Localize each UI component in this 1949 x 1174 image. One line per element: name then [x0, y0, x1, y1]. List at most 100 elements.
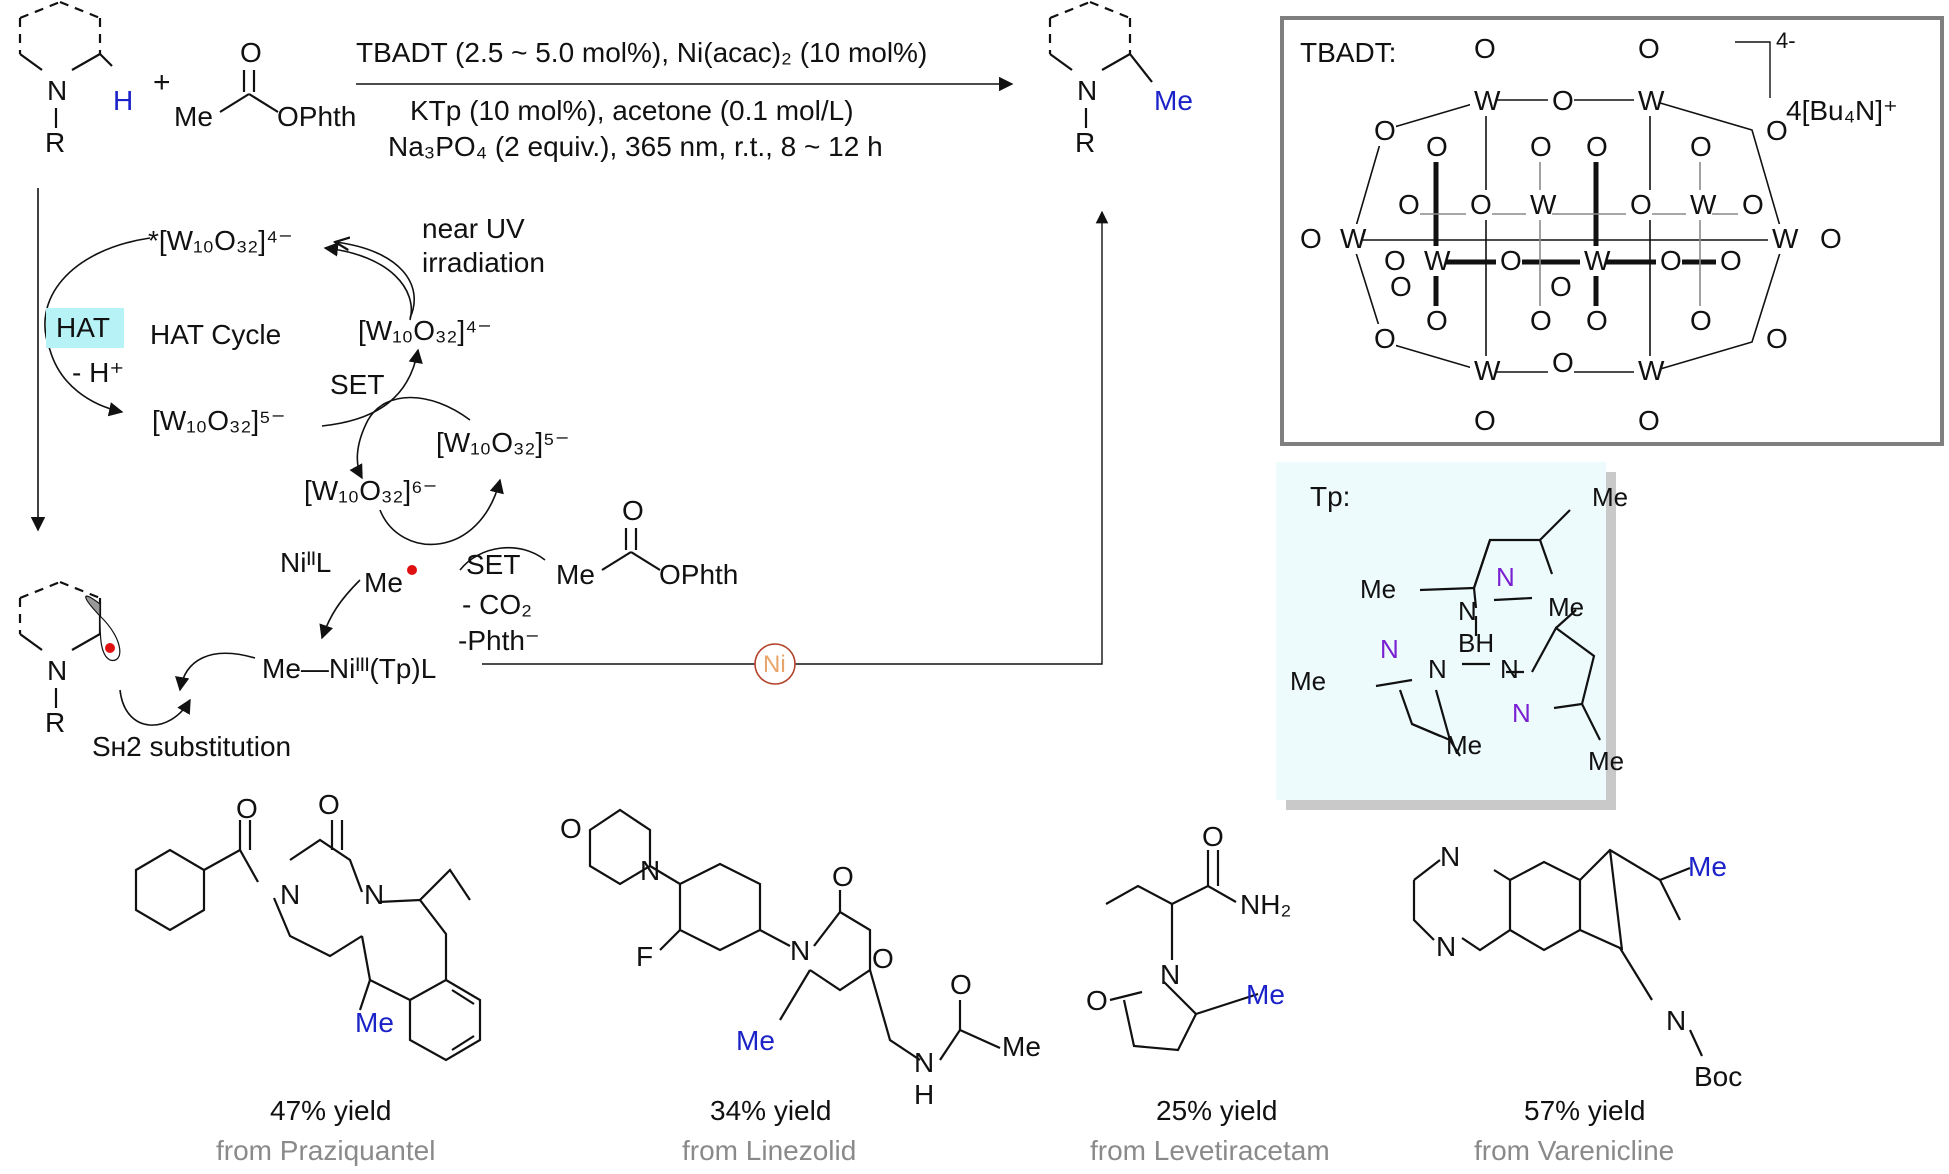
conditions-line2: KTp (10 mol%), acetone (0.1 mol/L) [410, 95, 854, 126]
tbadt-atom-bg [1582, 306, 1608, 336]
svg-text:F: F [636, 941, 653, 972]
ni-capture-arrow [319, 579, 361, 640]
tbadt-atom: O [1766, 323, 1788, 354]
svg-text:N: N [364, 879, 384, 910]
tbadt-atom-bg [1470, 406, 1496, 436]
ni-catalyst-circle [754, 643, 796, 685]
ni2-label: NiᴵᴵL [280, 547, 331, 578]
hat-cycle-label: HAT Cycle [150, 319, 281, 350]
tbadt-atom-bg [1422, 132, 1448, 162]
tbadt-atom-bg [1422, 306, 1448, 336]
tbadt-atom-bg [1336, 224, 1362, 254]
tbadt-atom-bg [1380, 246, 1406, 276]
tbadt-atom: O [1374, 323, 1396, 354]
example-source-1: from Praziquantel [216, 1135, 435, 1166]
set-top-label: SET [330, 369, 384, 400]
tbadt-atom-bg [1470, 34, 1496, 64]
tbadt-atom: O [1398, 189, 1420, 220]
radical-dot [407, 565, 417, 575]
tbadt-atom-bg [1716, 246, 1742, 276]
tbadt-atom: O [1552, 85, 1574, 116]
tp-me-1: Me [1592, 482, 1628, 512]
tbadt-atom-bg [1370, 324, 1396, 354]
tbadt-atom-bg [1526, 132, 1552, 162]
example-levetiracetam: O NH₂ O N Me [1086, 821, 1291, 1052]
me-radical: Me [364, 567, 403, 598]
svg-text:O: O [872, 943, 894, 974]
tbadt-atom: O [1690, 131, 1712, 162]
example-yield-4: 57% yield [1524, 1095, 1645, 1126]
tbadt-atom: W [1772, 223, 1799, 254]
near-uv-label: near UV [422, 213, 525, 244]
radical-intermediate: N R [18, 580, 121, 738]
tp-me-3: Me [1290, 666, 1326, 696]
tbadt-atom-bg [1370, 116, 1396, 146]
tbadt-atom: O [1426, 131, 1448, 162]
excited-dt: *[W₁₀O₃₂]⁴⁻ [148, 225, 293, 256]
sh2-arrow-1 [175, 652, 256, 692]
tbadt-atom: O [1530, 131, 1552, 162]
sh2-label: Sʜ2 substitution [92, 731, 291, 762]
tbadt-atom: O [1390, 271, 1412, 302]
tbadt-atom-bg [1762, 116, 1788, 146]
tbadt-atom: O [1552, 347, 1574, 378]
substrate-r: R [45, 127, 65, 158]
tbadt-charge: 4- [1776, 28, 1796, 53]
svg-text:O: O [1086, 985, 1108, 1016]
tbadt-atom: O [1742, 189, 1764, 220]
set-bottom-label: SET [466, 549, 520, 580]
svg-text:H: H [914, 1079, 934, 1110]
svg-text:N: N [1666, 1005, 1686, 1036]
tbadt-atom: O [1638, 405, 1660, 436]
minus-co2: - CO₂ [462, 589, 532, 620]
tbadt-atom-bg [1762, 324, 1788, 354]
svg-text:Me: Me [1246, 979, 1285, 1010]
tbadt-atom-bg [1466, 190, 1492, 220]
tbadt-atom-bg [1548, 86, 1574, 116]
tbadt-atom: O [1638, 33, 1660, 64]
set-mid-arrow [349, 396, 471, 480]
ni-catalyst-label: Ni [763, 651, 786, 678]
tp-bh: BH [1458, 628, 1494, 658]
tbadt-atom: W [1638, 355, 1665, 386]
tbadt-atom: O [1586, 131, 1608, 162]
tbadt-title: TBADT: [1300, 37, 1396, 68]
tbadt-atom-bg [1580, 246, 1606, 276]
hat-badge: HAT [56, 312, 110, 343]
tbadt-atom-bg [1686, 306, 1712, 336]
svg-text:O: O [622, 495, 644, 526]
set-bottom-arrow [379, 478, 504, 546]
substrate-n: N [47, 75, 67, 106]
tp-n-4: N [1428, 654, 1447, 684]
svg-text:N: N [914, 1047, 934, 1078]
tbadt-atom: O [1690, 305, 1712, 336]
ni-to-product-arrow [482, 210, 1109, 665]
tp-n-1: N [1496, 562, 1515, 592]
tp-n-2: N [1458, 596, 1477, 626]
tbadt-atom-bg [1420, 246, 1446, 276]
sh2-arrow-2 [119, 689, 191, 726]
tbadt-atom: O [1530, 305, 1552, 336]
example-source-3: from Levetiracetam [1090, 1135, 1330, 1166]
tbadt-atom-bg [1496, 246, 1522, 276]
tbadt-atom: O [1766, 115, 1788, 146]
example-praziquantel: O N N O Me [134, 789, 482, 1062]
tp-panel [1276, 462, 1606, 800]
hat-badge-bg [46, 308, 124, 348]
radical-r: R [45, 707, 65, 738]
product-me: Me [1154, 85, 1193, 116]
tp-me-6: Me [1588, 746, 1624, 776]
tp-n-3: N [1380, 634, 1399, 664]
substrate-piperidine: N R H [18, 0, 133, 158]
tbadt-atom: O [1384, 245, 1406, 276]
tbadt-atom: O [1630, 189, 1652, 220]
minus-h: - H⁺ [72, 357, 124, 388]
set-top-arrow [321, 348, 423, 427]
svg-text:NH₂: NH₂ [1240, 889, 1291, 920]
tbadt-atom: W [1690, 189, 1717, 220]
tbadt-atom-bg [1634, 86, 1660, 116]
svg-text:O: O [832, 861, 854, 892]
svg-text:N: N [1160, 959, 1180, 990]
